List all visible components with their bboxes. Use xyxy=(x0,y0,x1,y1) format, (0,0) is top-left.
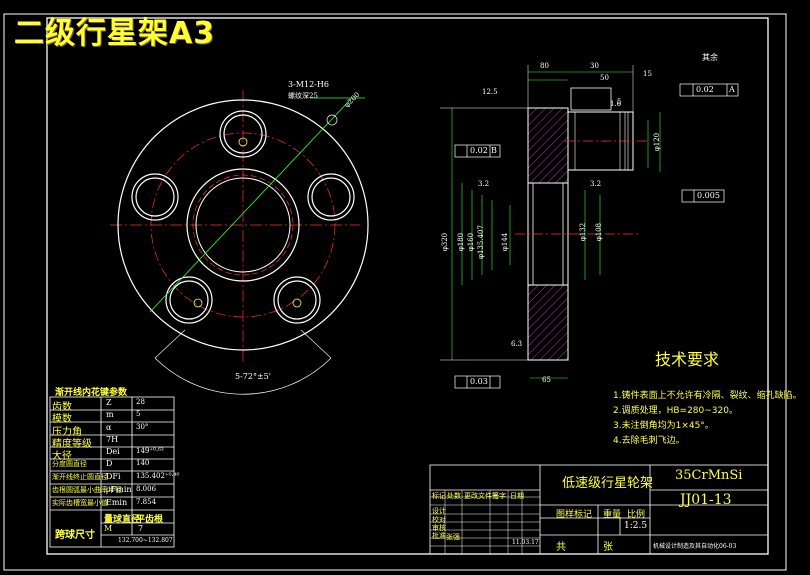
scale-value: 1:2.5 xyxy=(624,521,648,531)
sheet-label: 共 xyxy=(556,542,566,553)
tech-note-1: 1.铸件表面上不允许有冷隔、裂纹、缩孔缺陷。 xyxy=(613,391,802,401)
title-block-label: 签字 xyxy=(492,492,506,500)
param-symbol: D xyxy=(106,459,113,468)
side-dim-3: φ135.407 xyxy=(476,225,485,259)
part-name: 低速级行星轮架 xyxy=(562,476,654,491)
mark-label: 图样标记 xyxy=(556,510,593,520)
roughness-3: 1.6 xyxy=(610,100,622,108)
hole-spec-label: 3-M12-H6 xyxy=(288,80,329,89)
param-name: 齿根圆弧最小曲率半径 xyxy=(52,486,122,494)
param-name: 齿数 xyxy=(52,402,72,413)
roughness-0: 12.5 xyxy=(482,88,498,96)
title-block-label: 批准 xyxy=(432,532,446,540)
params-table-grid xyxy=(49,396,175,548)
roughness-1: 3.2 xyxy=(478,180,490,188)
side-dim-0: φ320 xyxy=(441,232,450,252)
params-heading: 渐开线内花键参数 xyxy=(55,388,128,398)
param-symbol: 7H xyxy=(106,435,119,444)
dim-top-3: 15 xyxy=(643,70,652,78)
datum-b: B xyxy=(491,146,497,155)
param-symbol: Dei xyxy=(106,447,120,456)
title-block-label: 日期 xyxy=(510,492,524,500)
side-dim-5: φ132 xyxy=(579,222,588,242)
sheets-label: 张 xyxy=(603,542,613,553)
title-block-label: 更改文件号 xyxy=(464,492,499,500)
tol-0: 0.02 xyxy=(696,85,714,94)
param-name: 分度圆直径 xyxy=(52,460,87,468)
weight-label: 重量 xyxy=(603,510,622,520)
datum-a: A xyxy=(729,85,735,94)
title-block-grid xyxy=(429,464,769,555)
tech-note-4: 4.去除毛刺飞边。 xyxy=(613,436,685,446)
drawing-title: 二级行星架A3 xyxy=(14,16,216,51)
bottom-dim: 65 xyxy=(542,376,551,384)
param-name: 模数 xyxy=(52,414,72,425)
title-block-label: 处数 xyxy=(447,492,461,500)
param-name: 精度等级 xyxy=(52,439,92,450)
front-view xyxy=(110,90,369,395)
angle-label: 5-72°±5' xyxy=(235,372,271,381)
organization: 机械设计制造及其自动化06-03 xyxy=(653,543,737,550)
drawing-number: JJ01-13 xyxy=(680,492,732,508)
tech-note-2: 2.调质处理，HB=280~320。 xyxy=(613,406,738,416)
ball-label: 跨球尺寸 xyxy=(55,530,95,541)
param-symbol: ρFmin xyxy=(106,485,132,494)
scale-label: 比例 xyxy=(627,510,646,520)
hole-depth-label: 螺纹深25 xyxy=(288,92,318,100)
roughness-2: 3.2 xyxy=(590,180,602,188)
tech-req-title: 技术要求 xyxy=(655,350,720,369)
designer-value: 张强 xyxy=(446,533,460,541)
param-name: 渐开线终止圆直径 xyxy=(52,473,108,481)
param-value: 7.854 xyxy=(136,498,157,506)
title-block-label: 标记 xyxy=(432,492,446,500)
inner-border xyxy=(46,17,769,555)
other-roughness-label: 其余 xyxy=(702,53,718,62)
param-name: 大径 xyxy=(52,451,72,462)
section-view xyxy=(440,65,739,389)
param-value: 28 xyxy=(136,398,145,406)
title-block-label: 校对 xyxy=(432,516,446,524)
param-value: 140 xyxy=(136,459,150,467)
param-value: 8.006 xyxy=(136,485,157,493)
ball-range: 132.700~132.807 xyxy=(118,537,173,544)
tol-3: 0.03 xyxy=(470,377,488,386)
roughness-4: 6.3 xyxy=(511,340,523,348)
param-symbol: m xyxy=(106,410,114,419)
param-symbol: DFi xyxy=(106,472,121,481)
ball-sub: M xyxy=(104,524,113,533)
material: 35CrMnSi xyxy=(675,468,743,483)
side-dim-2: φ160 xyxy=(467,232,476,252)
param-value: 30° xyxy=(136,423,149,431)
param-value: 149⁺⁰·⁶³ xyxy=(136,447,164,455)
tol-2: 0.005 xyxy=(697,191,720,200)
param-value: 135.402⁺⁰·⁴⁰ xyxy=(136,472,180,480)
dim-top-1: 30 xyxy=(590,62,599,70)
param-symbol: Emin xyxy=(106,498,128,507)
ball-measure: 量球直径 xyxy=(104,515,141,525)
dim-top-2: 50 xyxy=(600,74,609,82)
param-name: 压力角 xyxy=(52,427,82,438)
ball-value: 7 xyxy=(138,524,144,533)
date-value: 11.03.17 xyxy=(512,539,539,546)
title-block-label: 设计 xyxy=(432,507,446,515)
title-block-label: 审核 xyxy=(432,524,446,532)
param-symbol: Z xyxy=(106,398,112,407)
side-dim-7: φ120 xyxy=(653,132,662,152)
tol-1: 0.02 xyxy=(470,146,488,155)
dim-top-0: 80 xyxy=(540,62,549,70)
side-dim-6: φ108 xyxy=(595,222,604,242)
dim-top-4: 5 xyxy=(617,98,622,106)
outer-border xyxy=(3,13,787,571)
side-dim-4: φ144 xyxy=(501,232,510,252)
flat-label: 平齿根 xyxy=(136,515,164,525)
param-symbol: α xyxy=(106,423,112,432)
param-name: 实际齿槽宽最小值 xyxy=(52,499,108,507)
tech-note-3: 3.未注倒角均为1×45°。 xyxy=(613,421,714,431)
param-value: 5 xyxy=(136,410,141,418)
side-dim-1: φ180 xyxy=(457,232,466,252)
